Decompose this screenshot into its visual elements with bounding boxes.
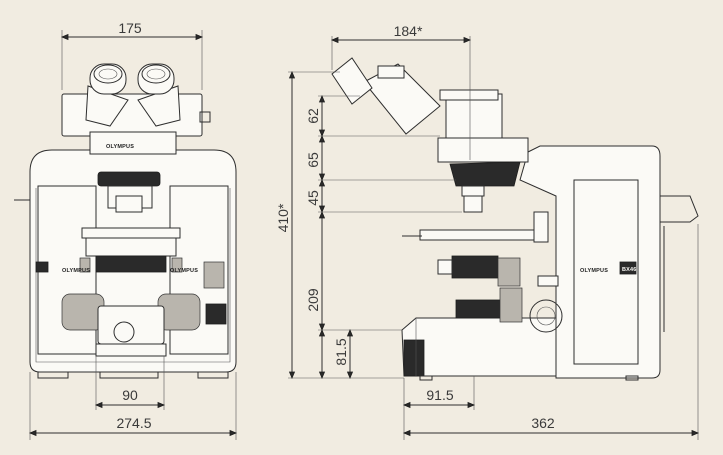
front-dimensions: 175 90 274.5 (28, 20, 238, 440)
dim-side-total-height: 410* (275, 203, 291, 232)
dim-front-base-width: 274.5 (116, 415, 151, 431)
dim-side-total-depth: 362 (531, 415, 555, 431)
dim-side-base-offset: 91.5 (426, 387, 453, 403)
dim-side-seg-65: 65 (305, 152, 321, 168)
dim-side-seg-45: 45 (305, 190, 321, 206)
front-eyepieces (85, 63, 181, 127)
dim-front-eyepiece-width: 175 (118, 20, 142, 36)
model-badge: BX46 (622, 267, 637, 273)
dim-side-eyepiece-depth: 184* (394, 23, 423, 39)
side-dimensions: 184* 410* 62 65 45 209 81.5 91.5 362 (275, 23, 700, 440)
front-right-brand-label: OLYMPUS (170, 268, 198, 274)
dim-front-stage-offset: 90 (122, 387, 138, 403)
dim-side-seg-62: 62 (305, 108, 321, 124)
side-brand-label: OLYMPUS (580, 268, 608, 274)
front-brand-label: OLYMPUS (106, 144, 134, 150)
front-left-brand-label: OLYMPUS (62, 268, 90, 274)
dim-side-base-height: 81.5 (333, 338, 349, 365)
front-view: OLYMPUS OLYMPUS OLYMPUS (14, 63, 237, 379)
dim-side-stage-height: 209 (305, 288, 321, 312)
side-view: OLYMPUS BX46 (331, 57, 699, 381)
